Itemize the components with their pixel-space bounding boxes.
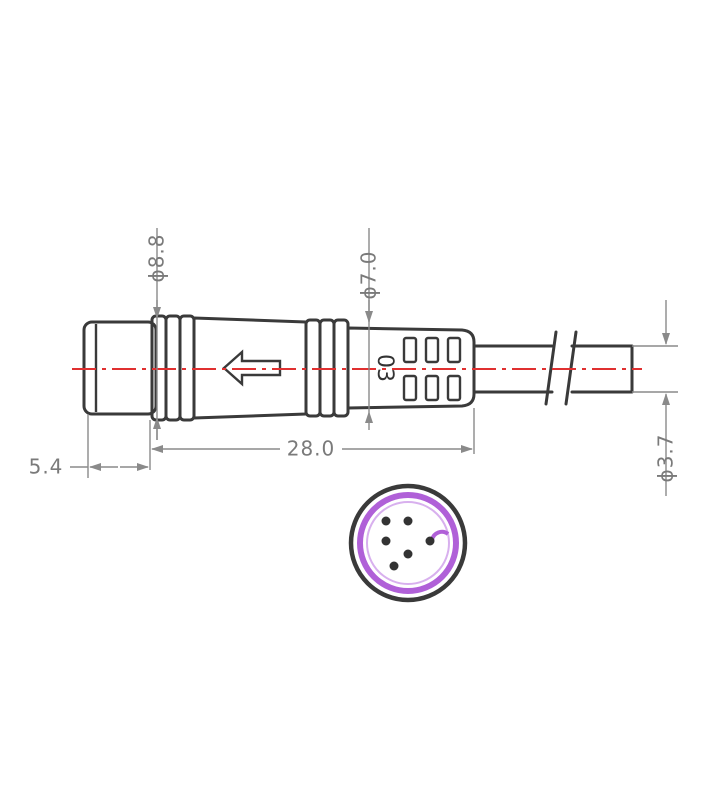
connector-face-view (348, 483, 468, 603)
dim-phi-7-0: ϕ7.0 (357, 251, 381, 300)
dim-5-4: 5.4 (29, 455, 64, 479)
face-inner-ring (366, 501, 450, 585)
rear-grip (346, 326, 476, 410)
pin (389, 561, 399, 571)
dim-phi-8-8: ϕ8.8 (145, 234, 169, 283)
face-pins (381, 516, 435, 571)
pin (403, 516, 413, 526)
dim-28-0: 28.0 (287, 437, 336, 461)
pin (381, 516, 391, 526)
pin (425, 536, 435, 546)
dim-phi-3-7: ϕ3.7 (654, 434, 678, 483)
dimensions: ϕ8.8 ϕ7.0 28.0 5.4 ϕ3.7 (29, 228, 678, 496)
pin (381, 536, 391, 546)
face-outer-ring (348, 483, 468, 603)
break-mark-1 (544, 330, 558, 406)
grip-slots (402, 336, 462, 402)
face-contact-ring (357, 492, 459, 594)
pin (403, 549, 413, 559)
